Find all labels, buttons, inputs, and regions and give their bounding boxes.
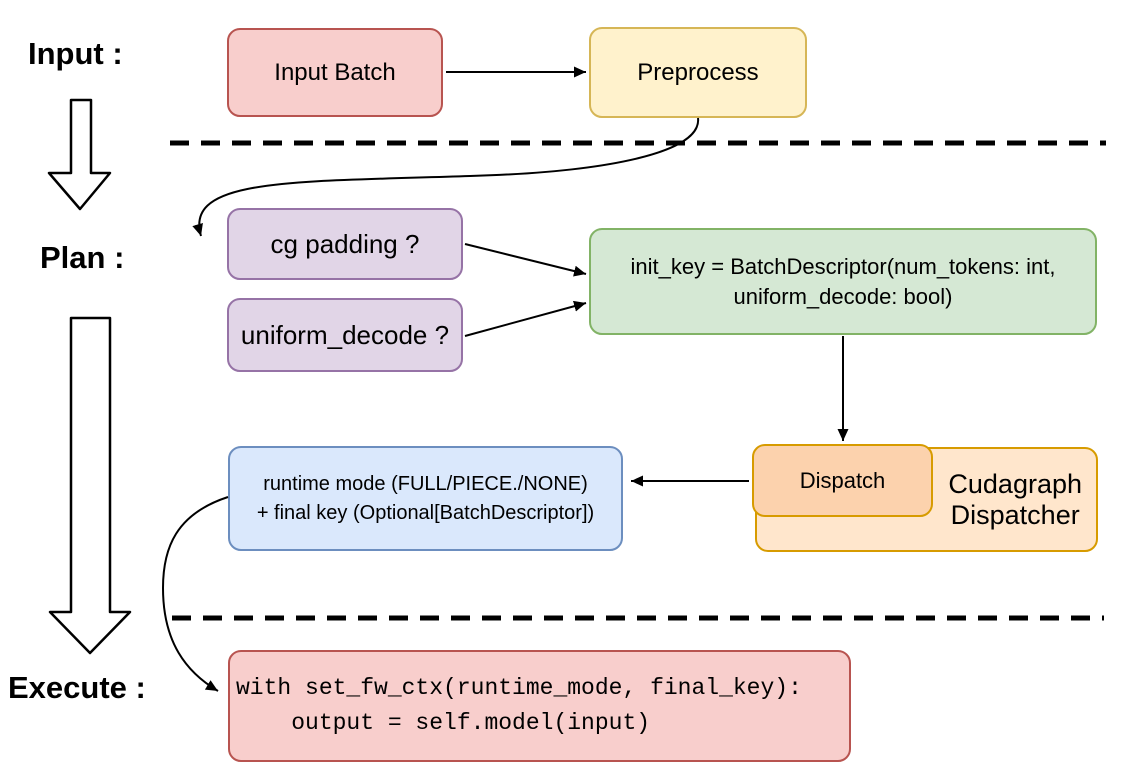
node-preprocess-label: Preprocess [637, 58, 759, 86]
stage-label-input: Input : [28, 36, 123, 71]
edge-uniformdecode-initkey [464, 300, 587, 337]
node-uniform-decode-label: uniform_decode ? [240, 319, 450, 350]
node-input-batch: Input Batch [227, 28, 443, 117]
node-dispatch: Dispatch [752, 444, 933, 517]
node-dispatch-label: Dispatch [799, 467, 886, 493]
node-input-batch-label: Input Batch [274, 58, 396, 86]
node-execute-code: with set_fw_ctx(runtime_mode, final_key)… [228, 650, 851, 762]
node-uniform-decode: uniform_decode ? [227, 298, 463, 372]
edge-cgpadding-initkey [464, 243, 587, 277]
node-cudagraph-dispatcher-label: Cudagraph Dispatcher [948, 468, 1082, 530]
stage-arrow-plan-icon [48, 316, 132, 655]
stage-label-execute: Execute : [8, 670, 146, 705]
edge-runtime-executecode [161, 496, 229, 692]
node-init-key-label: init_key = BatchDescriptor(num_tokens: i… [630, 253, 1056, 309]
node-preprocess: Preprocess [589, 27, 807, 118]
node-cg-padding-label: cg padding ? [270, 228, 420, 259]
node-execute-code-text: with set_fw_ctx(runtime_mode, final_key)… [236, 675, 802, 736]
stage-arrow-input-icon [47, 98, 112, 211]
node-runtime-mode: runtime mode (FULL/PIECE./NONE) + final … [228, 446, 623, 551]
node-runtime-mode-label: runtime mode (FULL/PIECE./NONE) + final … [256, 472, 595, 524]
stage-label-plan: Plan : [40, 240, 125, 275]
node-cg-padding: cg padding ? [227, 208, 463, 280]
node-init-key: init_key = BatchDescriptor(num_tokens: i… [589, 228, 1097, 335]
